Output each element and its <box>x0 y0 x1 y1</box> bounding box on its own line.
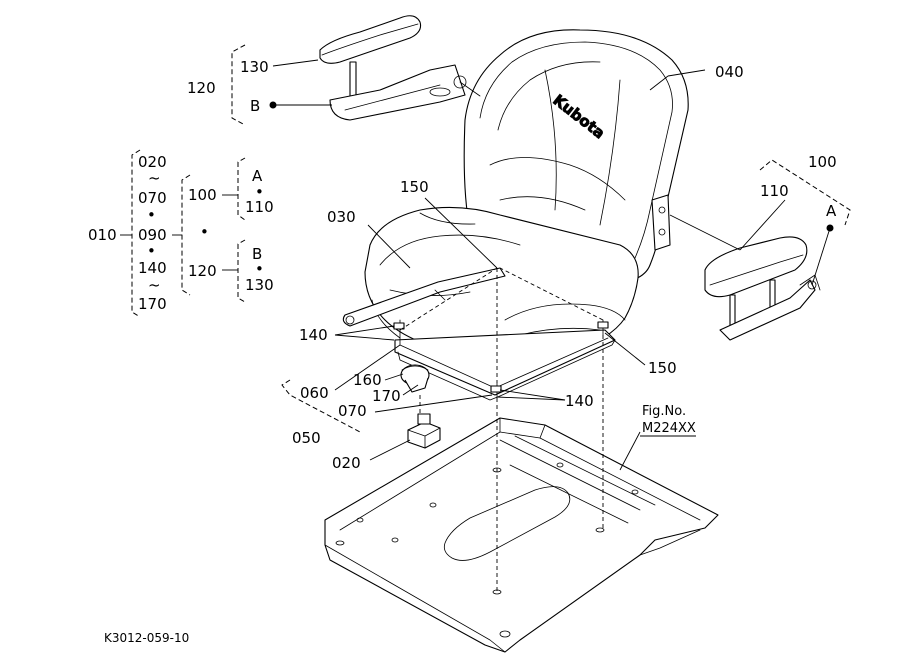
fig-caption: Fig.No. <box>642 404 686 419</box>
figure-reference: Fig.No. M224XX <box>640 404 696 437</box>
label-a-right: A <box>826 202 837 220</box>
range-070: 070 <box>138 189 167 207</box>
seat-cushion <box>364 206 639 359</box>
fig-number: M224XX <box>642 421 696 436</box>
range-170: 170 <box>138 295 167 313</box>
label-160: 160 <box>353 371 382 389</box>
label-100-right: 100 <box>808 153 837 171</box>
label-150-top: 150 <box>400 178 429 196</box>
sub-110: 110 <box>245 198 274 216</box>
range-020: 020 <box>138 153 167 171</box>
sub-bullet-2: • <box>255 260 264 278</box>
label-140-right: 140 <box>565 392 594 410</box>
label-120-left: 120 <box>187 79 216 97</box>
ref-dot-b <box>269 101 277 109</box>
label-110-right: 110 <box>760 182 789 200</box>
backrest: Kubota <box>463 29 689 283</box>
group-bullet: • <box>200 223 209 241</box>
sub-130: 130 <box>245 276 274 294</box>
label-010: 010 <box>88 226 117 244</box>
armrest-right <box>669 214 821 341</box>
sub-b: B <box>252 245 262 263</box>
range-wave-2: ~ <box>148 276 161 294</box>
label-070: 070 <box>338 402 367 420</box>
label-140-left: 140 <box>299 326 328 344</box>
range-list: 010 020 ~ 070 • 090 • 140 ~ 170 100 • 12… <box>88 153 274 313</box>
group-100: 100 <box>188 186 217 204</box>
leader-lines <box>272 59 831 471</box>
sub-bullet-1: • <box>255 183 264 201</box>
drawing-code: K3012-059-10 <box>104 631 189 645</box>
label-170: 170 <box>372 387 401 405</box>
label-050: 050 <box>292 429 321 447</box>
label-040: 040 <box>715 63 744 81</box>
range-bullet-2: • <box>147 242 156 260</box>
ref-dot-a <box>826 224 834 232</box>
label-b-left: B <box>250 97 260 115</box>
label-130-left: 130 <box>240 58 269 76</box>
label-030: 030 <box>327 208 356 226</box>
label-020: 020 <box>332 454 361 472</box>
group-120: 120 <box>188 262 217 280</box>
suspension-part <box>407 413 441 449</box>
range-bullet-1: • <box>147 206 156 224</box>
label-060: 060 <box>300 384 329 402</box>
range-140: 140 <box>138 259 167 277</box>
label-150-right: 150 <box>648 359 677 377</box>
sub-a: A <box>252 167 263 185</box>
armrest-left <box>319 15 481 121</box>
slide-rails <box>342 267 616 401</box>
range-090: 090 <box>138 226 167 244</box>
range-wave-1: ~ <box>148 169 161 187</box>
part-labels: 130 120 B 040 150 030 100 110 A 140 150 … <box>187 58 837 472</box>
